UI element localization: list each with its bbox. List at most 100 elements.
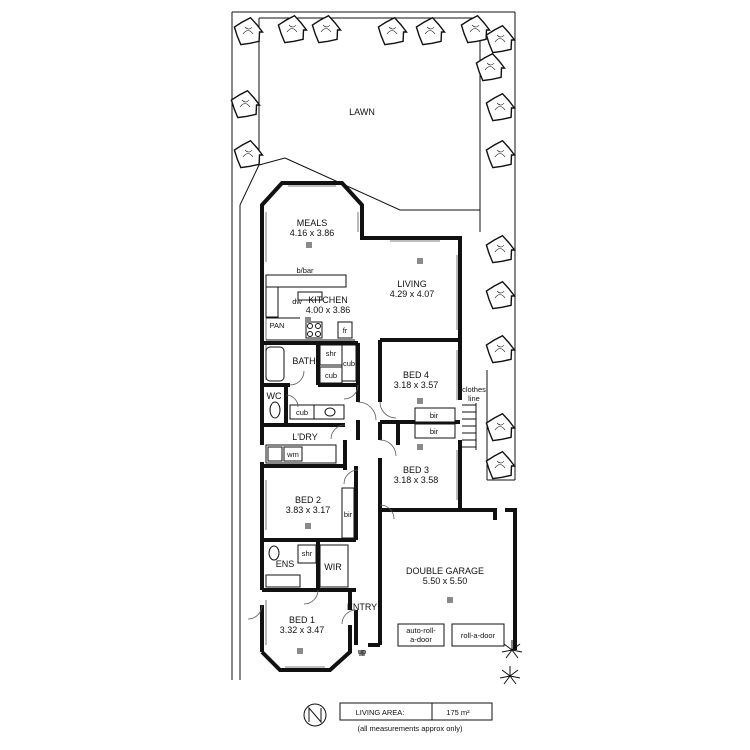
wir-robe [319, 544, 349, 588]
tree-icon [485, 280, 516, 310]
tree-detail [239, 99, 251, 108]
tree-detail [494, 34, 506, 43]
bed1-name: BED 1 [289, 615, 315, 625]
tree-detail [286, 24, 298, 33]
line-label: line [468, 394, 480, 403]
living-area-label: LIVING AREA: [356, 708, 405, 717]
house-walls [260, 181, 517, 672]
site-boundary [231, 11, 516, 680]
fridge-space [337, 321, 353, 339]
wc-cub-label: cub [296, 408, 308, 417]
auto-roll-label-1: auto-roll- [406, 626, 436, 635]
bath-cub2-label: cub [325, 371, 337, 380]
vanity [313, 404, 345, 420]
sink [297, 291, 323, 301]
tree-detail [484, 62, 496, 71]
tree-detail [494, 149, 506, 158]
north-arrow-icon [303, 703, 327, 727]
tree-icon [485, 24, 516, 54]
bed3-name: BED 3 [403, 465, 429, 475]
fr-label: fr [343, 326, 348, 335]
wir-label: WIR [324, 562, 342, 572]
kitchen-fittings [265, 274, 355, 341]
bed3-dims: 3.18 x 3.58 [394, 475, 439, 485]
tree-detail [242, 26, 254, 35]
bed4-dims: 3.18 x 3.57 [394, 380, 439, 390]
toilet [269, 401, 281, 419]
trough [267, 446, 283, 462]
room-markers [297, 242, 453, 656]
living-area-value: 175 m² [446, 708, 470, 717]
tree-detail [494, 460, 506, 469]
pan-label: PAN [270, 321, 285, 330]
tree-icon [311, 14, 342, 44]
tree-detail [494, 102, 506, 111]
tree-detail [494, 244, 506, 253]
tree-icon [485, 412, 516, 442]
tree-detail [242, 149, 254, 158]
bath-label: BATH [292, 356, 315, 366]
bed3-bir-label: bir [430, 427, 439, 436]
wm-label: wm [286, 450, 299, 459]
bath-cub-label: cub [343, 359, 355, 368]
washing-machine [283, 446, 303, 462]
clothes-label: clothes [462, 385, 486, 394]
door-swings [247, 370, 397, 625]
laundry-fittings [265, 401, 345, 464]
measurement-note: (all measurements approx only) [357, 724, 463, 733]
lawn-label: LAWN [349, 107, 375, 117]
bed2-robe [341, 487, 355, 539]
bed2-bir-label: bir [344, 510, 353, 519]
tree-detail [494, 290, 506, 299]
garden-plants [499, 640, 523, 685]
ensuite-fittings [265, 544, 349, 588]
kitchen-name: KITCHEN [308, 295, 348, 305]
tree-icon [485, 92, 516, 122]
ldry-label: L'DRY [292, 432, 318, 442]
bath-shr-label: shr [326, 349, 337, 358]
tree-detail [494, 344, 506, 353]
living-dims: 4.29 x 4.07 [390, 289, 435, 299]
dw-label: dw [292, 297, 302, 306]
kitchen-bench [265, 286, 279, 318]
bed4-name: BED 4 [403, 370, 429, 380]
bath-cupboard [341, 344, 357, 382]
tree-icon [233, 139, 264, 169]
ensuite-vanity [265, 574, 301, 588]
tree-icon [475, 52, 506, 82]
tree-detail [424, 26, 436, 35]
tree-detail [320, 24, 332, 33]
tree-icon [485, 234, 516, 264]
ens-shr-label: shr [302, 549, 313, 558]
bed2-name: BED 2 [295, 495, 321, 505]
trees [230, 14, 516, 480]
tree-icon [485, 334, 516, 364]
meals-dims: 4.16 x 3.86 [290, 228, 335, 238]
robes [341, 407, 456, 539]
bath-cub [319, 366, 343, 384]
bed1-dims: 3.32 x 3.47 [280, 625, 325, 635]
clothes-line [462, 403, 477, 450]
meals-name: MEALS [297, 218, 328, 228]
tree-icon [233, 16, 264, 46]
bed2-dims: 3.83 x 3.17 [286, 505, 331, 515]
roll-a-door-box [451, 623, 505, 647]
ens-label: ENS [276, 559, 295, 569]
cooktop [305, 321, 323, 339]
bath-fittings [265, 344, 357, 384]
tree-icon [277, 14, 308, 44]
living-name: LIVING [397, 279, 427, 289]
tree-icon [485, 450, 516, 480]
entry-label: ENTRY [347, 602, 377, 612]
tree-icon [460, 14, 491, 44]
wc-label: WC [267, 391, 282, 401]
auto-roll-label-2: a-door [410, 635, 432, 644]
kitchen-dims: 4.00 x 3.86 [306, 305, 351, 315]
bathtub [265, 346, 285, 382]
tree-icon [230, 89, 261, 119]
ensuite-shower [297, 544, 317, 564]
garage-dims: 5.50 x 5.50 [423, 576, 468, 586]
tree-icon [377, 16, 408, 46]
tree-detail [469, 24, 481, 33]
